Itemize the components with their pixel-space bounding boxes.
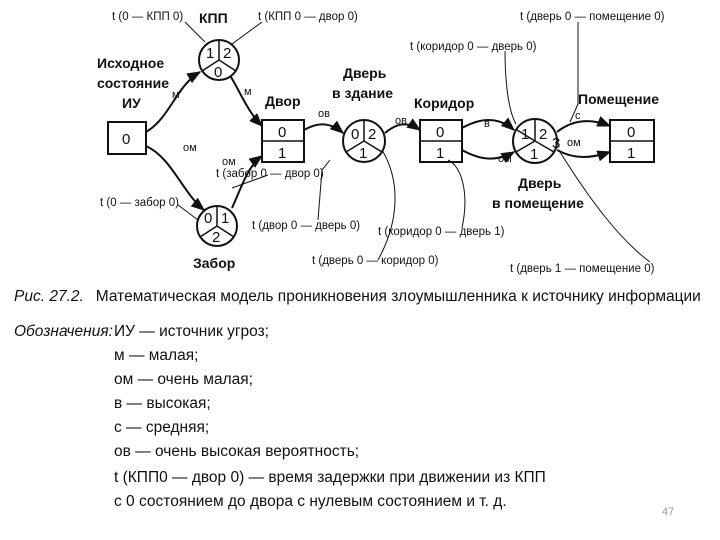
arc-label-om-2: ом — [222, 156, 236, 168]
time-label-dver0-pom: t (дверь 0 — помещение 0) — [520, 11, 665, 23]
legend-row: ом — очень малая; — [114, 371, 253, 388]
dvor-title: Двор — [265, 93, 301, 109]
arc-label-om-1: ом — [183, 142, 197, 154]
time-label-kpp: t (0 — КПП 0) — [112, 11, 183, 23]
koridor-bottom: 1 — [436, 145, 444, 162]
legend-row: t (КПП0 — двор 0) — время задержки при д… — [114, 469, 546, 486]
time-label-dvor-dver: t (двор 0 — дверь 0) — [252, 220, 360, 232]
dver-zdanie-title-2: в здание — [332, 85, 393, 101]
dver-zdanie-title-1: Дверь — [343, 65, 387, 81]
time-label-koridor-dver0: t (коридор 0 — дверь 0) — [410, 41, 537, 53]
dver-pomeshchenie-v2: 2 — [539, 126, 547, 143]
dver-zdanie-v2: 2 — [368, 126, 376, 143]
arc-zabor-dvor — [231, 155, 264, 209]
koridor-top: 0 — [436, 124, 444, 141]
pomeshchenie-title: Помещение — [578, 91, 659, 107]
legend-heading: Обозначения: — [14, 323, 113, 340]
source-title-2: состояние — [97, 75, 169, 91]
zabor-title: Забор — [193, 255, 235, 271]
arc-label-m-2: м — [244, 86, 252, 98]
arc-label-ov-2: ов — [395, 115, 407, 127]
figure-title: Математическая модель проникновения злоу… — [95, 288, 701, 305]
attack-model-diagram: Исходное состояние ИУ КПП Забор Двор Две… — [97, 10, 665, 275]
page-number: 47 — [662, 506, 675, 518]
arc-label-om-4: ом — [567, 137, 581, 149]
legend-row: м — малая; — [114, 347, 199, 364]
arc-label-m-1: м — [172, 89, 180, 101]
figure-number: Рис. 27.2. — [14, 288, 84, 305]
time-label-zabor-dvor: t (забор 0 — двор 0) — [216, 168, 324, 180]
dvor-bottom: 1 — [278, 145, 286, 162]
arc-dver-koridor — [384, 118, 422, 134]
time-label-dver-koridor: t (дверь 0 — коридор 0) — [312, 255, 439, 267]
arc-label-v: в — [484, 118, 490, 130]
arc-label-ov-1: ов — [318, 108, 330, 120]
arc-source-kpp — [145, 71, 202, 133]
arc-kpp-dvor — [230, 76, 263, 127]
kpp-v1: 1 — [206, 45, 214, 62]
dver-zdanie-v1: 0 — [351, 126, 359, 143]
source-state-box — [107, 121, 147, 155]
source-title-3: ИУ — [122, 95, 141, 111]
time-label-kpp-dvor: t (КПП 0 — двор 0) — [258, 11, 358, 23]
dver-pomeshchenie-title-2: в помещение — [492, 195, 584, 211]
koridor-title: Коридор — [414, 95, 474, 111]
arc-source-zabor — [145, 145, 206, 211]
legend-row: с — средняя; — [114, 419, 210, 436]
dver-zdanie-v3: 1 — [359, 145, 367, 162]
dver-pomeshchenie-title-1: Дверь — [518, 175, 562, 191]
legend-row: с 0 состоянием до двора с нулевым состоя… — [114, 493, 507, 510]
source-title-1: Исходное — [97, 55, 164, 71]
zabor-v1: 0 — [204, 210, 212, 227]
zabor-v2: 1 — [221, 210, 229, 227]
pomeshchenie-bottom: 1 — [627, 145, 635, 162]
arc-label-s: с — [575, 110, 581, 122]
time-label-koridor-dver1: t (коридор 0 — дверь 1) — [378, 226, 505, 238]
arc-dver-pomeshchenie-bottom — [556, 149, 612, 162]
dver-pomeshchenie-v1: 1 — [521, 126, 529, 143]
legend-row: ов — очень высокая вероятность; — [114, 443, 360, 460]
arc-koridor-dver-top — [461, 117, 516, 131]
time-label-dver1-pom: t (дверь 1 — помещение 0) — [510, 263, 655, 275]
dver-pomeshchenie-v4: 1 — [530, 146, 538, 163]
dvor-top: 0 — [278, 124, 286, 141]
kpp-v2: 2 — [223, 45, 231, 62]
arc-dvor-dver — [303, 120, 345, 134]
legend-row: ИУ — источник угроз; — [114, 323, 269, 340]
arc-dver-pomeshchenie-top — [556, 116, 612, 133]
pomeshchenie-top: 0 — [627, 124, 635, 141]
time-label-zabor0: t (0 — забор 0) — [100, 197, 179, 209]
source-value: 0 — [122, 131, 130, 148]
legend: Обозначения: ИУ — источник угроз; м — ма… — [14, 323, 694, 510]
kpp-v3: 0 — [214, 64, 222, 81]
arc-label-om-3: ом — [498, 153, 512, 165]
legend-row: в — высокая; — [114, 395, 211, 412]
dver-pomeshchenie-v3: 3 — [552, 135, 560, 152]
kpp-title: КПП — [199, 10, 228, 26]
arc-koridor-dver-bottom — [461, 149, 516, 164]
figure-caption: Рис. 27.2. Математическая модель проникно… — [14, 288, 714, 306]
zabor-v3: 2 — [212, 229, 220, 246]
